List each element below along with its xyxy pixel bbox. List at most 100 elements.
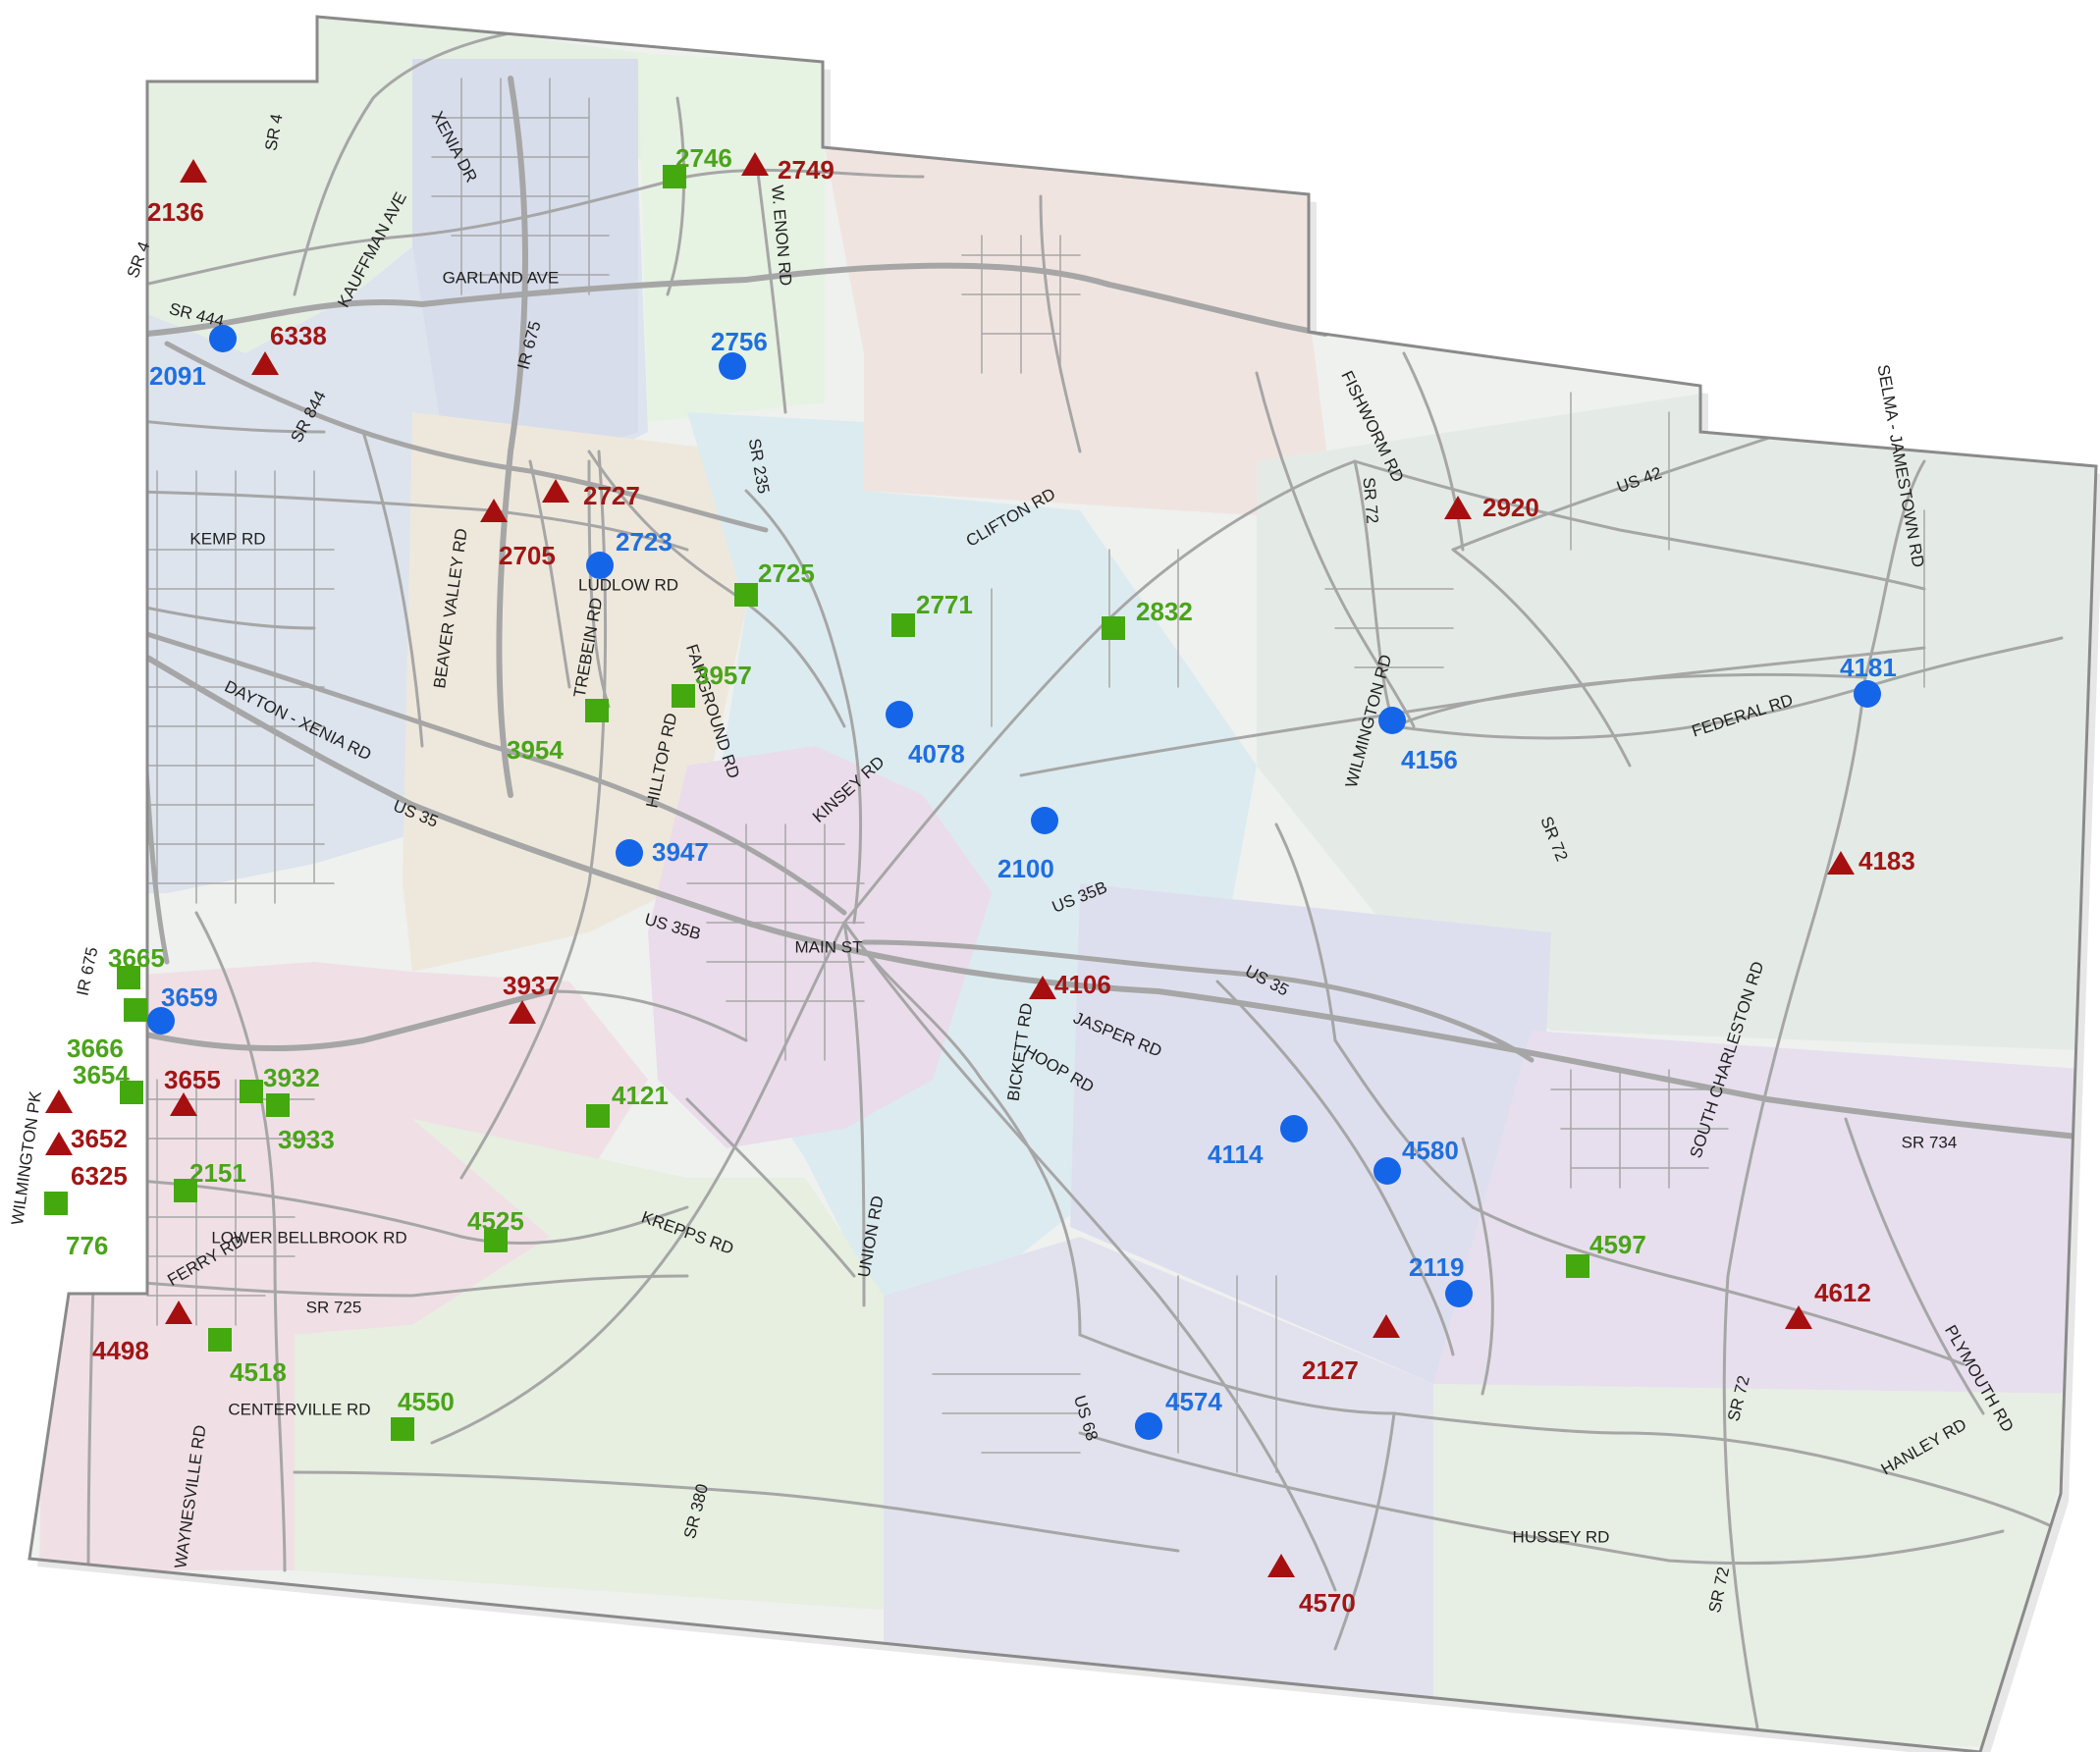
road-24 xyxy=(1078,1333,1622,1435)
road-25 xyxy=(1333,1411,1396,1651)
site-marker-square-3665[interactable] xyxy=(117,966,140,989)
site-marker-triangle-2127[interactable] xyxy=(1373,1314,1400,1338)
road-label: CENTERVILLE RD xyxy=(228,1400,370,1418)
site-marker-square-4518[interactable] xyxy=(208,1328,232,1352)
site-label-3937: 3937 xyxy=(503,971,560,1000)
site-marker-square-2746[interactable] xyxy=(663,165,686,188)
site-marker-triangle-2727[interactable] xyxy=(542,479,569,503)
site-marker-square-3957[interactable] xyxy=(672,684,695,708)
site-label-3654: 3654 xyxy=(73,1060,130,1089)
site-marker-circle-3659[interactable] xyxy=(147,1007,175,1035)
local-street-57 xyxy=(431,117,610,276)
local-street-58 xyxy=(460,78,590,295)
site-marker-circle-2091[interactable] xyxy=(209,325,237,352)
local-street-62 xyxy=(981,235,1061,374)
site-marker-circle-2100[interactable] xyxy=(1031,807,1058,834)
site-label-4574: 4574 xyxy=(1165,1387,1222,1416)
site-marker-circle-4156[interactable] xyxy=(1378,707,1406,734)
site-marker-triangle-2749[interactable] xyxy=(741,152,769,176)
site-label-3932: 3932 xyxy=(263,1063,320,1092)
site-marker-triangle-4498[interactable] xyxy=(165,1301,192,1324)
site-marker-circle-4574[interactable] xyxy=(1135,1412,1162,1440)
local-street-67 xyxy=(1570,1069,1670,1189)
road-45 xyxy=(1333,1038,1475,1209)
road-9 xyxy=(587,450,846,728)
site-label-4570: 4570 xyxy=(1299,1588,1356,1618)
site-marker-circle-2119[interactable] xyxy=(1445,1280,1473,1307)
site-label-4525: 4525 xyxy=(467,1206,524,1236)
highway-7 xyxy=(125,625,847,916)
site-label-2832: 2832 xyxy=(1136,597,1193,626)
site-label-6325: 6325 xyxy=(71,1161,128,1191)
local-street-56 xyxy=(156,470,315,904)
site-marker-triangle-4106[interactable] xyxy=(1029,976,1056,999)
site-marker-square-4597[interactable] xyxy=(1566,1254,1589,1278)
site-label-3957: 3957 xyxy=(695,661,752,690)
site-marker-square-4525[interactable] xyxy=(484,1229,508,1252)
site-label-2119: 2119 xyxy=(1409,1252,1464,1282)
road-20 xyxy=(842,921,1082,1337)
site-label-4518: 4518 xyxy=(230,1357,287,1387)
site-marker-square-2725[interactable] xyxy=(734,583,758,607)
district-northeast-pink xyxy=(825,147,1335,520)
site-label-4121: 4121 xyxy=(612,1081,669,1110)
road-label: SR 72 xyxy=(1359,477,1381,525)
site-label-4114: 4114 xyxy=(1208,1140,1264,1169)
road-35 xyxy=(548,989,748,1042)
site-marker-triangle-4183[interactable] xyxy=(1827,851,1855,875)
road-label: SR 734 xyxy=(1902,1133,1958,1151)
site-marker-triangle-2705[interactable] xyxy=(480,499,508,522)
site-marker-triangle-3937[interactable] xyxy=(509,1000,536,1024)
road-31 xyxy=(57,1274,689,1298)
site-marker-square-3933[interactable] xyxy=(266,1093,290,1117)
site-marker-triangle-6338[interactable] xyxy=(251,351,279,375)
site-marker-triangle-6325[interactable] xyxy=(45,1132,73,1155)
site-marker-circle-4078[interactable] xyxy=(886,701,913,728)
site-label-3666: 3666 xyxy=(67,1034,124,1063)
road-19 xyxy=(1019,646,1926,777)
site-marker-circle-4114[interactable] xyxy=(1280,1115,1308,1142)
site-label-2091: 2091 xyxy=(149,361,206,391)
district-east-purple xyxy=(1433,1031,2096,1394)
road-22 xyxy=(842,921,866,1307)
highway-2 xyxy=(496,76,528,798)
site-marker-square-4550[interactable] xyxy=(391,1417,414,1441)
road-17 xyxy=(1863,459,1926,679)
site-markers[interactable] xyxy=(44,152,1881,1577)
site-marker-square-776[interactable] xyxy=(44,1192,68,1215)
site-marker-square-2771[interactable] xyxy=(891,613,915,637)
site-marker-square-4121[interactable] xyxy=(586,1104,610,1128)
site-marker-circle-2723[interactable] xyxy=(586,552,614,579)
site-label-4550: 4550 xyxy=(398,1387,455,1416)
site-marker-triangle-2136[interactable] xyxy=(180,159,207,183)
site-marker-circle-4580[interactable] xyxy=(1373,1157,1401,1185)
site-marker-triangle-4612[interactable] xyxy=(1785,1305,1812,1329)
site-marker-square-3666[interactable] xyxy=(124,998,147,1022)
site-marker-square-3932[interactable] xyxy=(240,1080,263,1103)
site-marker-square-3654[interactable] xyxy=(120,1081,143,1104)
road-46 xyxy=(1215,980,1455,1356)
site-marker-triangle-3652[interactable] xyxy=(45,1089,73,1113)
site-marker-circle-3947[interactable] xyxy=(616,839,643,867)
site-marker-triangle-2920[interactable] xyxy=(1444,496,1472,519)
road-12 xyxy=(842,459,1357,925)
road-label: HUSSEY RD xyxy=(1513,1527,1610,1546)
site-marker-square-2832[interactable] xyxy=(1102,616,1125,640)
local-street-70 xyxy=(1177,1275,1277,1473)
site-label-3947: 3947 xyxy=(652,837,709,867)
site-marker-square-3954[interactable] xyxy=(585,699,609,722)
road-label: WILMINGTON PK xyxy=(8,1089,45,1227)
highway-5 xyxy=(861,939,1535,1063)
site-marker-triangle-3655[interactable] xyxy=(170,1092,197,1116)
site-marker-circle-4181[interactable] xyxy=(1854,680,1881,708)
site-label-2723: 2723 xyxy=(616,527,673,557)
site-marker-square-2151[interactable] xyxy=(174,1179,197,1202)
site-marker-circle-2756[interactable] xyxy=(719,352,746,380)
site-marker-triangle-4570[interactable] xyxy=(1267,1554,1295,1577)
road-label: IR 675 xyxy=(74,945,102,997)
local-street-55 xyxy=(117,549,335,884)
site-label-4181: 4181 xyxy=(1840,653,1897,682)
